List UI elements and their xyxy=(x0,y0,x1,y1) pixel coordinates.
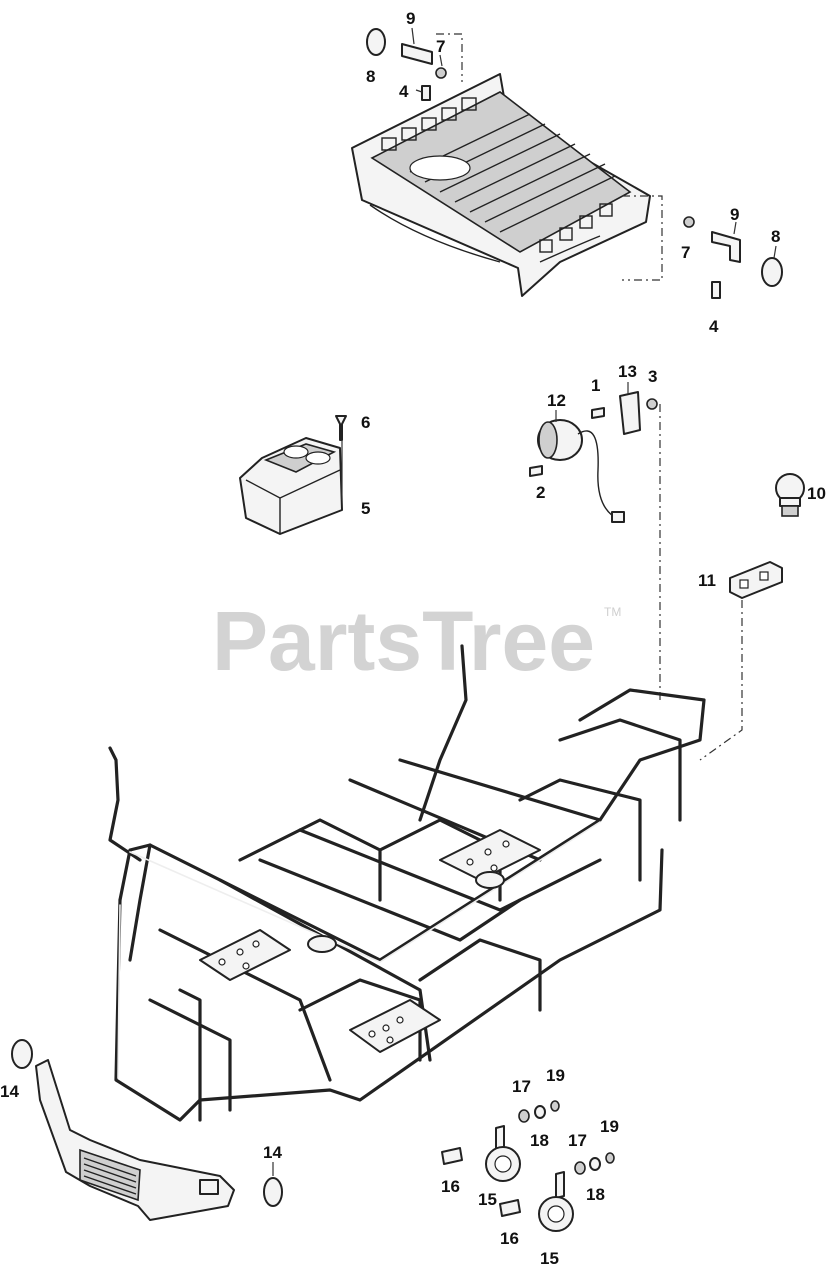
horn[interactable] xyxy=(537,419,625,523)
callout-5: 5 xyxy=(361,499,370,518)
chassis-frame[interactable] xyxy=(108,644,706,1122)
callout-14: 14 xyxy=(263,1143,282,1162)
callout-16: 16 xyxy=(441,1177,460,1196)
bolt-icon[interactable] xyxy=(591,407,605,419)
watermark-tm: TM xyxy=(604,605,621,619)
callout-11: 11 xyxy=(698,571,716,590)
reflector-ring-icon[interactable] xyxy=(263,1177,283,1207)
callout-6: 6 xyxy=(361,413,370,432)
callout-14: 14 xyxy=(0,1082,19,1101)
hitch-receiver[interactable] xyxy=(729,561,783,599)
callout-labels: 9 7 8 4 9 8 7 4 12 1 13 3 2 6 5 10 11 14… xyxy=(0,9,826,1268)
callout-12: 12 xyxy=(547,391,566,410)
callout-2: 2 xyxy=(536,483,545,502)
screw-icon[interactable] xyxy=(335,415,347,441)
mud-flap-disc-set-1[interactable] xyxy=(441,1100,560,1182)
callout-19: 19 xyxy=(600,1117,619,1136)
callout-4: 4 xyxy=(399,82,409,101)
ball-hitch[interactable] xyxy=(775,473,805,517)
callout-16: 16 xyxy=(500,1229,519,1248)
callout-9: 9 xyxy=(406,9,415,28)
watermark: PartsTree xyxy=(212,594,595,688)
callout-4: 4 xyxy=(709,317,719,336)
bolt-icon[interactable] xyxy=(421,85,431,101)
bolt-icon[interactable] xyxy=(529,465,543,477)
callout-7: 7 xyxy=(436,37,445,56)
bracket-icon[interactable] xyxy=(711,231,741,263)
callout-1: 1 xyxy=(591,376,600,395)
callout-17: 17 xyxy=(512,1077,531,1096)
callout-15: 15 xyxy=(478,1190,497,1209)
reflector-ring-icon[interactable] xyxy=(366,28,386,56)
nut-icon[interactable] xyxy=(435,67,447,79)
callout-15: 15 xyxy=(540,1249,559,1268)
reflector-ring-icon[interactable] xyxy=(761,257,783,287)
callout-7: 7 xyxy=(681,243,690,262)
bracket-plate-icon[interactable] xyxy=(619,391,641,435)
callout-3: 3 xyxy=(648,367,657,386)
callout-8: 8 xyxy=(366,67,375,86)
nut-icon[interactable] xyxy=(646,398,658,410)
callout-19: 19 xyxy=(546,1066,565,1085)
bracket-icon[interactable] xyxy=(401,43,433,65)
callout-17: 17 xyxy=(568,1131,587,1150)
callout-8: 8 xyxy=(771,227,780,246)
mud-flap-disc-set-2[interactable] xyxy=(499,1152,615,1232)
cargo-box[interactable] xyxy=(351,73,651,297)
callout-18: 18 xyxy=(586,1185,605,1204)
nut-icon[interactable] xyxy=(683,216,695,228)
callout-9: 9 xyxy=(730,205,739,224)
callout-18: 18 xyxy=(530,1131,549,1150)
bolt-icon[interactable] xyxy=(711,281,721,299)
cup-holder-console[interactable] xyxy=(239,437,343,535)
reflector-ring-icon[interactable] xyxy=(11,1039,33,1069)
callout-13: 13 xyxy=(618,362,637,381)
front-bumper[interactable] xyxy=(35,1059,235,1221)
callout-10: 10 xyxy=(807,484,826,503)
